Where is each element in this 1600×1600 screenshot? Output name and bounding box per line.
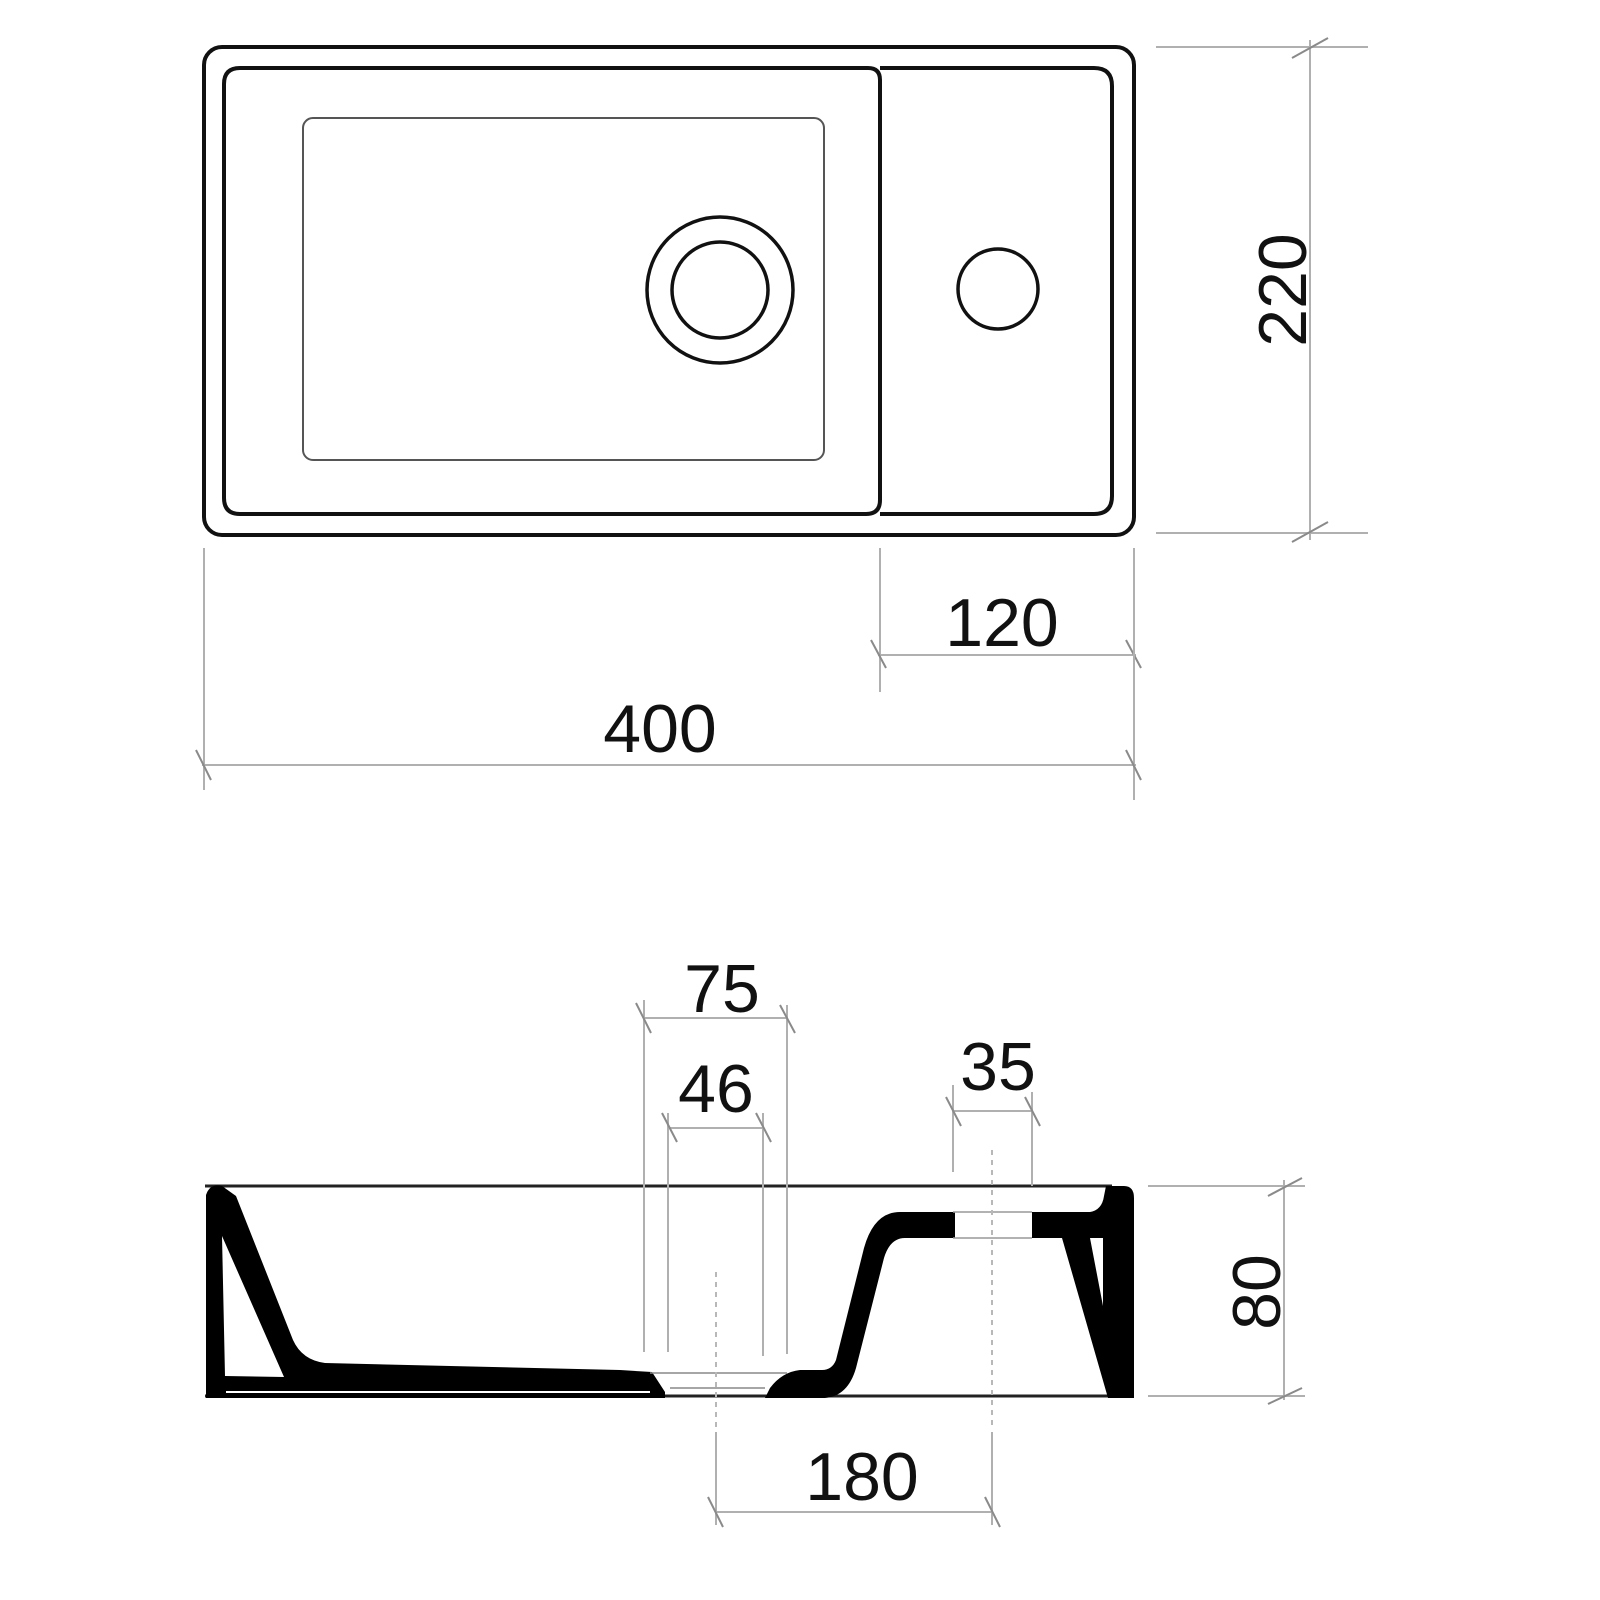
dimension-label-80: 80 xyxy=(1219,1254,1295,1330)
tap-hole xyxy=(956,247,1040,331)
bowl-right-wall-section xyxy=(765,1212,955,1398)
dimension-overall-depth: 220 xyxy=(1156,37,1368,543)
dimension-tap-hole: 35 xyxy=(945,1029,1041,1186)
dimension-drain-inner: 46 xyxy=(661,1051,772,1356)
dimension-height: 80 xyxy=(1148,1177,1305,1405)
dimension-drain-outer: 75 xyxy=(635,951,796,1354)
dimension-label-400: 400 xyxy=(603,691,716,767)
basin-bowl-edge xyxy=(222,66,882,516)
dimension-label-35: 35 xyxy=(960,1029,1036,1105)
dimension-drain-to-tap: 180 xyxy=(707,1432,1001,1528)
bowl-floor xyxy=(302,117,825,461)
dimension-label-220: 220 xyxy=(1245,233,1321,346)
tap-deck-edge xyxy=(880,66,1114,516)
basin-outer-rim xyxy=(202,45,1136,537)
tap-deck-right-section xyxy=(1032,1186,1134,1398)
dimension-label-75: 75 xyxy=(684,951,760,1027)
tap-deck-left-section xyxy=(890,1212,953,1238)
drain-outer-ring xyxy=(645,215,795,365)
dimension-label-180: 180 xyxy=(805,1439,918,1515)
dimension-tap-deck-width: 120 xyxy=(870,548,1142,692)
section-view xyxy=(205,1150,1134,1430)
dimension-label-120: 120 xyxy=(945,585,1058,661)
drain-inner-ring xyxy=(670,240,770,340)
top-view xyxy=(202,45,1136,537)
dimension-label-46: 46 xyxy=(678,1051,754,1127)
dimension-overall-width: 400 xyxy=(195,548,1142,800)
left-wall-section xyxy=(206,1185,665,1398)
